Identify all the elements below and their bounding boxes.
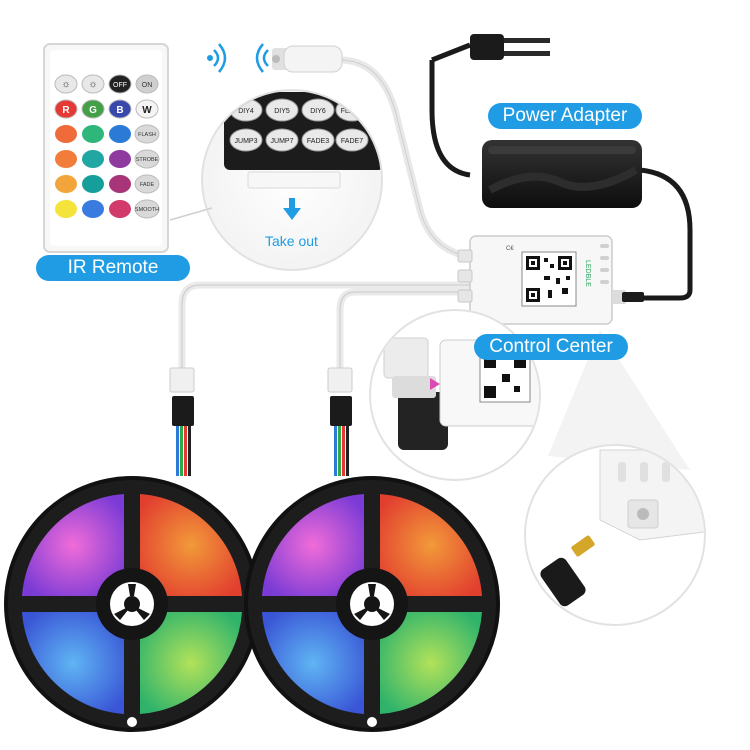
led-reel-left [4,476,260,732]
control-center-label: Control Center [474,334,628,360]
remote-button-label: FADE [140,182,155,188]
zoom-remote-button: DIY6 [302,99,334,121]
zoom-button-label: DIY5 [274,108,290,115]
led-reel-right [244,476,500,732]
zoom-button-label: JUMP3 [235,138,258,145]
remote-color-swatch [109,175,131,193]
remote-button-label: ☼ [61,79,70,90]
remote-color-swatch [109,125,131,143]
zoom-remote-button: JUMP7 [266,129,298,151]
brand-label: LEDBLE [584,260,591,287]
zoom-remote-button: FADE3 [302,129,334,151]
strip-connectors [170,368,352,476]
ir-remote-label: IR Remote [36,255,190,281]
remote-button-label: R [62,105,70,116]
remote-color-swatch [82,150,104,168]
remote-mode-button: FADE [135,175,159,193]
remote-color-swatch [109,200,131,218]
remote-color-swatch [82,175,104,193]
qr-code [522,252,576,306]
svg-text:C€: C€ [506,246,514,252]
remote-top-button: ☼ [82,75,104,93]
ir-remote: ☼ ☼ OFF ON R G B W FLASH STROBE FADE SMOOTH [44,44,168,252]
remote-button-label: OFF [113,82,127,89]
wall-plug [470,34,550,60]
power-adapter-label: Power Adapter [488,103,642,129]
remote-color-button: W [136,100,158,118]
remote-color-swatch [55,125,77,143]
zoom-button-label: DIY4 [238,108,254,115]
remote-button-label: W [142,105,152,116]
remote-color-swatch [55,150,77,168]
remote-top-button: ON [136,75,158,93]
remote-button-label: ON [142,82,153,89]
remote-color-button: R [55,100,77,118]
remote-button-label: G [89,105,97,116]
remote-button-label: B [116,105,123,116]
take-out-label: Take out [265,233,318,249]
remote-top-button: ☼ [55,75,77,93]
remote-mode-button: STROBE [135,150,159,168]
remote-button-label: SMOOTH [135,207,159,213]
signal-waves-icon [207,44,268,72]
remote-color-swatch [109,150,131,168]
remote-button-label: STROBE [136,157,159,163]
zoom-remote-button: FADE7 [336,129,368,151]
remote-color-swatch [82,125,104,143]
zoom-button-label: FADE3 [307,138,329,145]
remote-color-swatch [55,175,77,193]
remote-color-button: G [82,100,104,118]
remote-button-label: FLASH [138,132,156,138]
zoom-remote-button: JUMP3 [230,129,262,151]
ir-receiver [272,46,342,72]
dc-port-zoom-circle [525,330,720,625]
zoom-button-label: FADE7 [341,138,363,145]
remote-color-button: B [109,100,131,118]
remote-top-button: OFF [109,75,131,93]
control-center: LEDBLE C€ [458,236,644,324]
remote-button-label: ☼ [88,79,97,90]
zoom-remote-button: FLASH [336,99,368,121]
remote-color-swatch [82,200,104,218]
remote-color-swatch [55,200,77,218]
remote-mode-button: SMOOTH [135,200,159,218]
remote-mode-button: FLASH [135,125,159,143]
zoom-button-label: DIY6 [310,108,326,115]
zoom-button-label: JUMP7 [271,138,294,145]
zoom-remote-button: DIY5 [266,99,298,121]
